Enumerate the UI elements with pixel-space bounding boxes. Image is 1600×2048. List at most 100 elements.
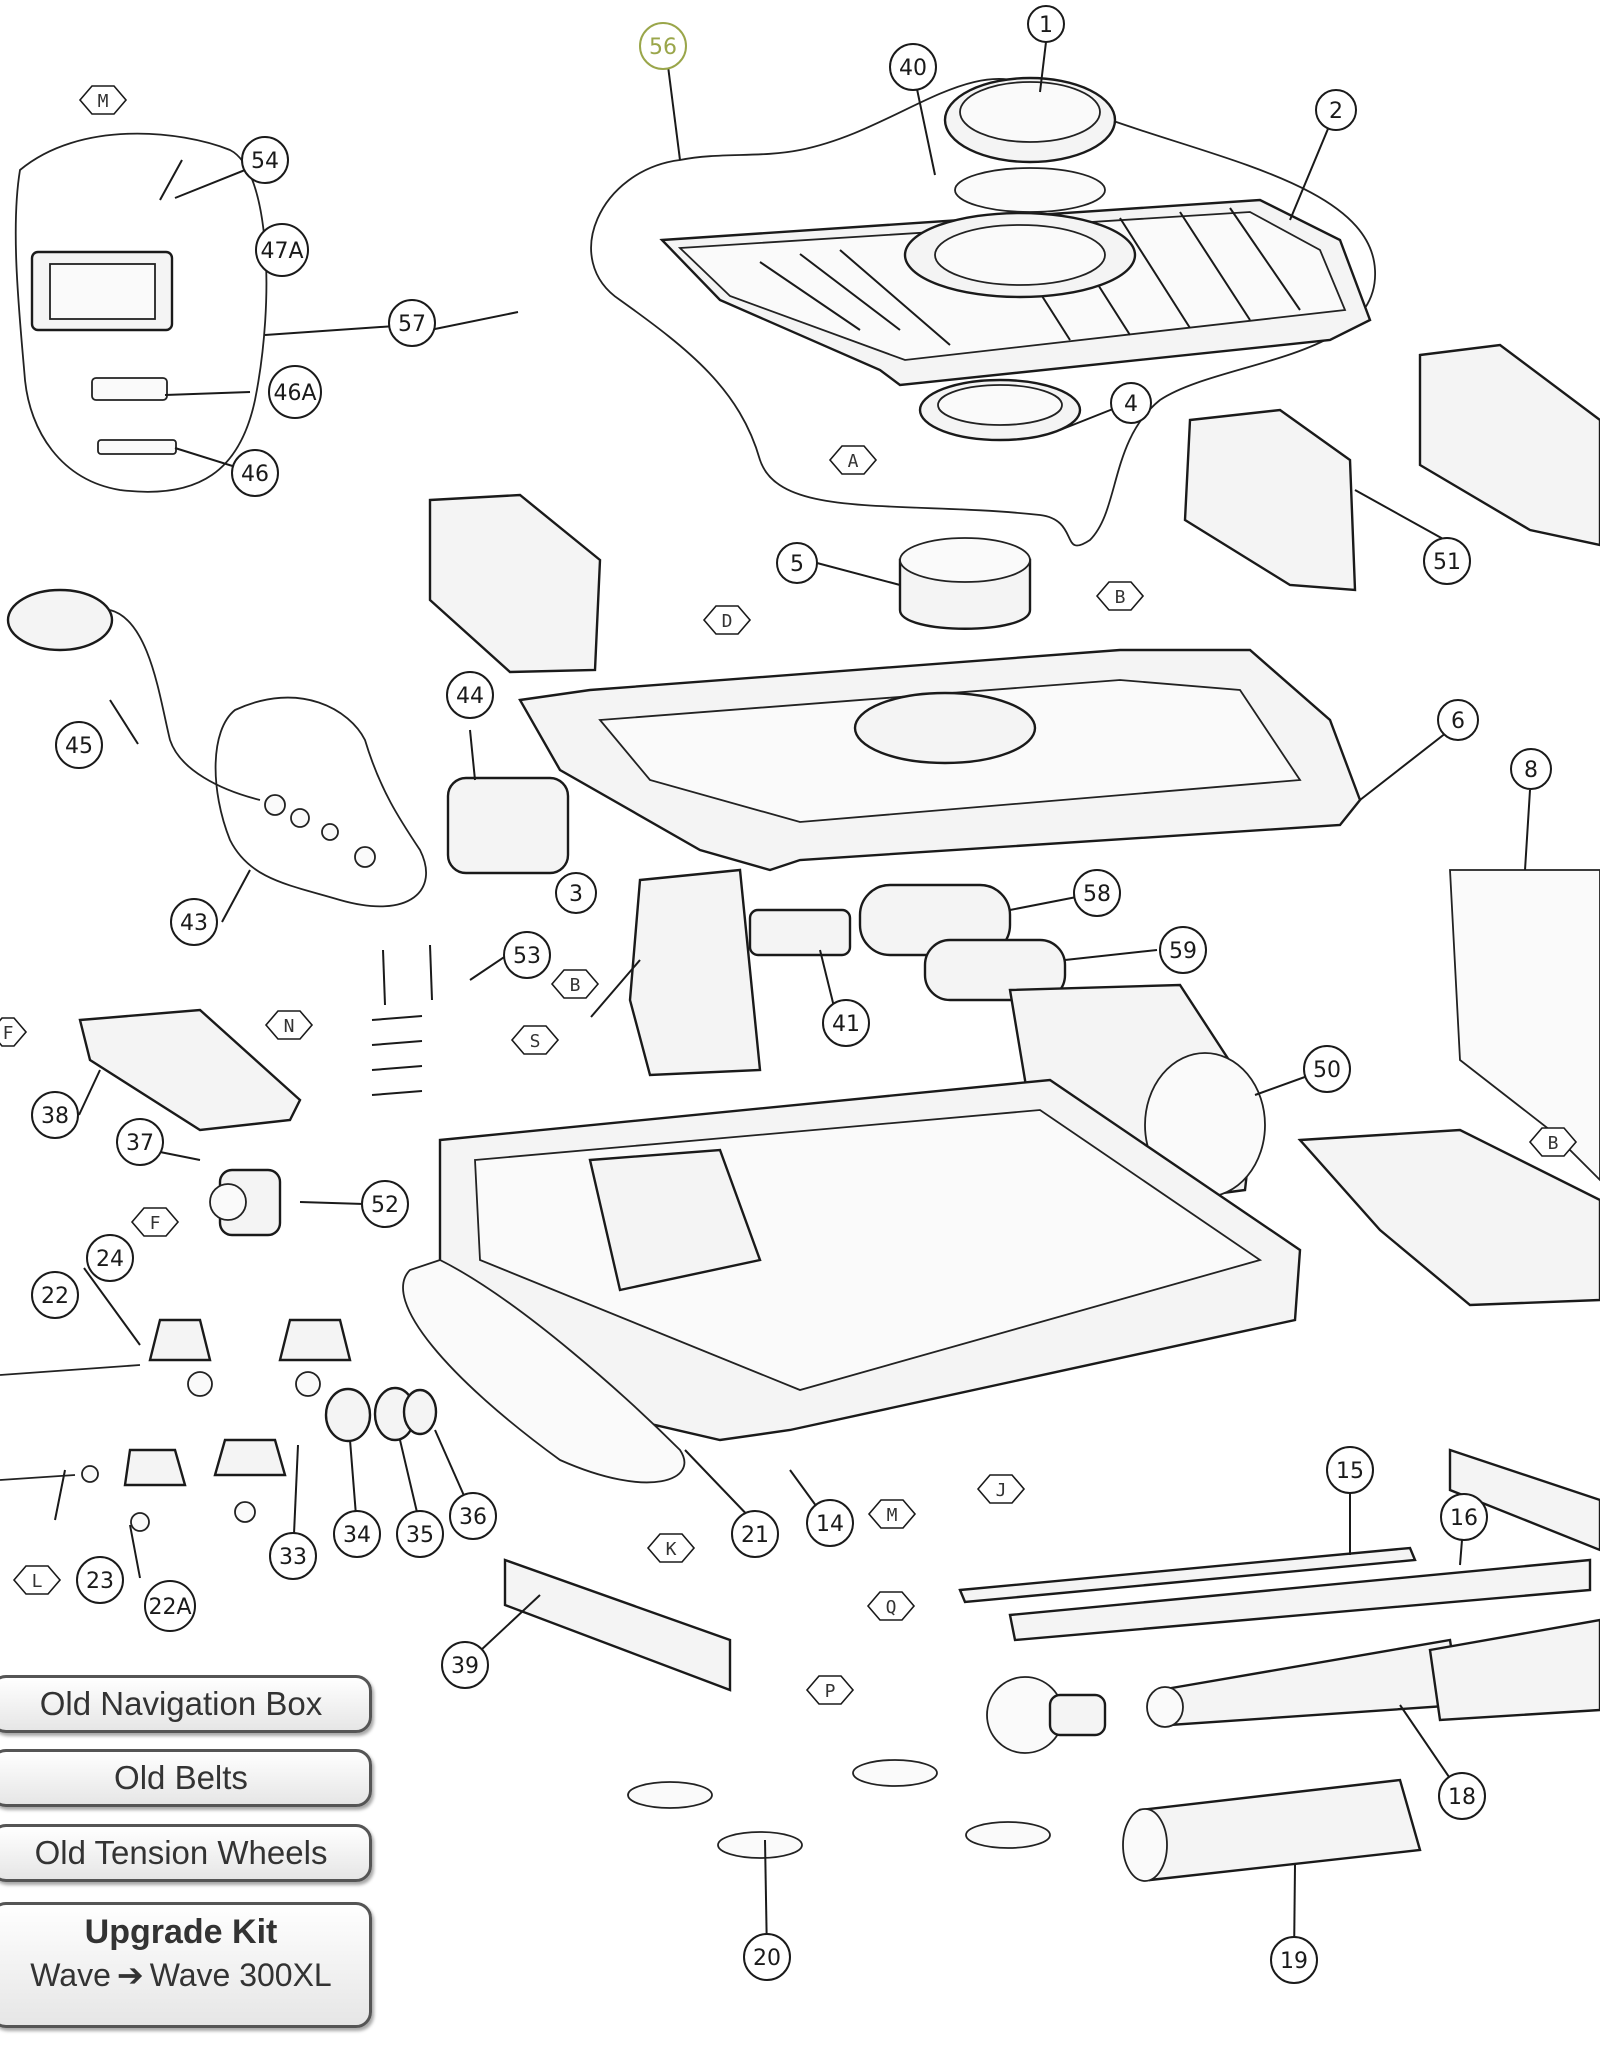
part-tube-18 bbox=[1146, 1638, 1462, 1728]
label-20: 20 bbox=[743, 1933, 791, 1981]
part-top-lid bbox=[659, 198, 1372, 387]
label-33: 33 bbox=[269, 1532, 317, 1580]
label-18: 18 bbox=[1438, 1772, 1486, 1820]
svg-text:22A: 22A bbox=[148, 1595, 191, 1620]
callout-outline-43 bbox=[214, 696, 427, 908]
svg-text:56: 56 bbox=[649, 35, 677, 60]
old-belts-button[interactable]: Old Belts bbox=[0, 1749, 372, 1807]
label-19: 19 bbox=[1270, 1936, 1318, 1984]
svg-text:18: 18 bbox=[1448, 1785, 1476, 1810]
svg-text:57: 57 bbox=[398, 312, 426, 337]
svg-text:46: 46 bbox=[241, 462, 269, 487]
part-belt-21 bbox=[402, 1259, 686, 1484]
svg-text:54: 54 bbox=[251, 149, 279, 174]
label-34: 34 bbox=[333, 1510, 381, 1558]
part-ring-4 bbox=[918, 378, 1082, 442]
part-frame-6 bbox=[518, 648, 1362, 872]
svg-text:35: 35 bbox=[406, 1523, 434, 1548]
svg-text:S: S bbox=[530, 1031, 541, 1052]
upgrade-kit-button[interactable]: Upgrade Kit Wave➔Wave 300XL bbox=[0, 1902, 372, 2028]
svg-text:M: M bbox=[98, 91, 109, 112]
svg-text:59: 59 bbox=[1169, 939, 1197, 964]
callout-outline-57 bbox=[14, 132, 268, 493]
svg-text:P: P bbox=[825, 1681, 836, 1702]
label-38: 38 bbox=[31, 1091, 79, 1139]
label-24: 24 bbox=[86, 1234, 134, 1282]
part-cap-ring bbox=[943, 76, 1117, 213]
hex-label-F: F bbox=[130, 1207, 180, 1237]
svg-text:21: 21 bbox=[741, 1523, 769, 1548]
hex-label-L: L bbox=[12, 1565, 62, 1595]
svg-text:40: 40 bbox=[899, 56, 927, 81]
part-bars bbox=[958, 1546, 1592, 1642]
svg-text:58: 58 bbox=[1083, 882, 1111, 907]
hex-label-B-top: B bbox=[1095, 581, 1145, 611]
upgrade-from-label: Wave bbox=[30, 1957, 111, 1993]
svg-text:B: B bbox=[570, 975, 581, 996]
svg-text:5: 5 bbox=[790, 552, 804, 577]
svg-text:F: F bbox=[150, 1213, 161, 1234]
hex-label-D: D bbox=[702, 605, 752, 635]
hex-label-F-left: F bbox=[0, 1017, 28, 1047]
part-duct-3 bbox=[628, 868, 762, 1077]
svg-text:24: 24 bbox=[96, 1247, 124, 1272]
label-2: 2 bbox=[1315, 89, 1357, 131]
part-drive-assembly bbox=[0, 1008, 438, 1532]
svg-text:50: 50 bbox=[1313, 1058, 1341, 1083]
svg-text:D: D bbox=[722, 611, 733, 632]
svg-text:46A: 46A bbox=[273, 381, 316, 406]
part-chassis-14 bbox=[438, 1078, 1302, 1442]
label-15: 15 bbox=[1326, 1446, 1374, 1494]
part-filter-panels-51 bbox=[428, 343, 1600, 674]
old-tension-wheels-button[interactable]: Old Tension Wheels bbox=[0, 1824, 372, 1882]
label-22: 22 bbox=[31, 1271, 79, 1319]
svg-text:B: B bbox=[1548, 1133, 1559, 1154]
arrow-right-icon: ➔ bbox=[116, 1957, 144, 1993]
label-36: 36 bbox=[449, 1492, 497, 1540]
svg-text:34: 34 bbox=[343, 1523, 371, 1548]
label-16: 16 bbox=[1440, 1493, 1488, 1541]
svg-text:2: 2 bbox=[1329, 99, 1343, 124]
label-39: 39 bbox=[441, 1641, 489, 1689]
part-brush-strips bbox=[503, 1448, 1600, 1692]
label-4: 4 bbox=[1110, 382, 1152, 424]
svg-text:16: 16 bbox=[1450, 1506, 1478, 1531]
label-23: 23 bbox=[76, 1556, 124, 1604]
label-14: 14 bbox=[806, 1499, 854, 1547]
part-screws-53 bbox=[371, 944, 433, 1096]
svg-text:41: 41 bbox=[832, 1012, 860, 1037]
label-56: 56 bbox=[639, 22, 687, 70]
label-54: 54 bbox=[241, 136, 289, 184]
svg-text:4: 4 bbox=[1124, 392, 1138, 417]
svg-text:23: 23 bbox=[86, 1569, 114, 1594]
hex-label-A: A bbox=[828, 445, 878, 475]
part-labels: 1 2 3 4 5 6 8 14 15 16 18 19 20 21 22 22… bbox=[31, 5, 1552, 1984]
label-43: 43 bbox=[170, 898, 218, 946]
label-40: 40 bbox=[889, 43, 937, 91]
svg-text:44: 44 bbox=[456, 684, 484, 709]
svg-text:43: 43 bbox=[180, 911, 208, 936]
svg-text:8: 8 bbox=[1524, 758, 1538, 783]
part-end-brush bbox=[986, 1676, 1107, 1754]
svg-text:47A: 47A bbox=[260, 239, 303, 264]
label-51: 51 bbox=[1423, 537, 1471, 585]
svg-text:20: 20 bbox=[753, 1946, 781, 1971]
label-6: 6 bbox=[1437, 699, 1479, 741]
svg-text:33: 33 bbox=[279, 1545, 307, 1570]
label-5: 5 bbox=[776, 542, 818, 584]
hex-label-Q: Q bbox=[866, 1591, 916, 1621]
part-brush-roller bbox=[1122, 1618, 1600, 1882]
hex-label-B-mid: B bbox=[550, 969, 600, 999]
label-22A: 22A bbox=[144, 1580, 196, 1632]
label-50: 50 bbox=[1303, 1045, 1351, 1093]
label-57: 57 bbox=[388, 299, 436, 347]
old-navigation-box-button[interactable]: Old Navigation Box bbox=[0, 1675, 372, 1733]
old-tension-wheels-label: Old Tension Wheels bbox=[34, 1834, 328, 1871]
label-52: 52 bbox=[361, 1180, 409, 1228]
svg-text:1: 1 bbox=[1039, 13, 1053, 38]
svg-text:6: 6 bbox=[1451, 709, 1465, 734]
label-3: 3 bbox=[555, 872, 597, 914]
svg-text:36: 36 bbox=[459, 1505, 487, 1530]
label-59: 59 bbox=[1159, 926, 1207, 974]
